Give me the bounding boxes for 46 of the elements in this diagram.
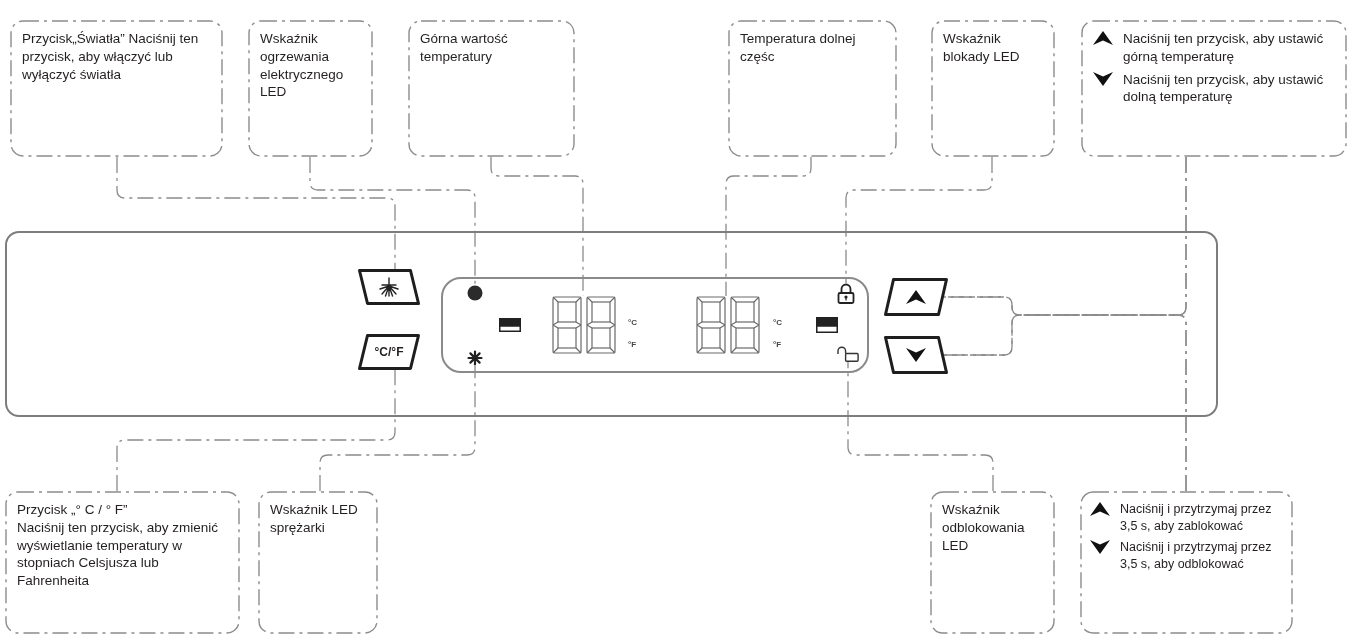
light-button [358,269,420,305]
callout-box [1080,491,1293,634]
control-panel [5,231,1218,417]
callout-box [5,491,240,634]
leader-line [845,156,993,284]
leader-line [309,156,476,286]
callout-box [10,20,223,157]
unit-label: °F [628,341,637,349]
callout-text: Górna wartość temperatury [420,30,509,66]
unit-label: °C [773,319,782,327]
callout-text: Wskaźnik ogrzewania elektrycznego LED [260,30,345,102]
callout-text: Wskaźnik blokady LED [943,30,1021,66]
unit-button: °C/°F [358,334,420,370]
callout-text: Przycisk„Światła” Naciśnij ten przycisk, aby włączyć lub wyłączyć światła [22,30,200,84]
open-padlock-icon [837,346,859,362]
callout-text: Naciśnij i przytrzymaj przez 3,5 s, aby zablokować [1120,501,1273,534]
leader-line [725,156,812,297]
leader-line [847,361,994,492]
callout-text: Wskaźnik odblokowania LED [942,501,1026,555]
leader-line [116,369,396,492]
up-button [884,278,948,316]
seven-segment-display [552,296,616,354]
callout-text: Naciśnij i przytrzymaj przez 3,5 s, aby odblokować [1120,539,1273,572]
callout-text: Naciśnij ten przycisk, aby ustawić dolną temperaturę [1123,70,1325,107]
callout-text: Wskaźnik LED sprężarki [270,501,359,537]
callout-text: Przycisk „° C / ° F” [17,501,129,519]
callout-box [408,20,575,157]
callout-box [931,20,1055,157]
leader-line [116,156,396,270]
leader-line [319,365,476,492]
seven-segment-display [696,296,760,354]
callout-box [930,491,1055,634]
unit-label: °F [773,341,782,349]
asterisk-icon [467,350,483,366]
callout-text: Naciśnij ten przycisk, aby zmienić wyświetlanie temperatury w stopniach Celsjusza lub Fahrenheita [17,518,220,591]
callout-text: Temperatura dolnej częśc [740,30,857,66]
callout-box [248,20,373,157]
callout-box [728,20,897,157]
dot-icon [467,285,483,301]
callout-box [1081,20,1347,157]
callout-text: Naciśnij ten przycisk, aby ustawić górną temperaturę [1123,30,1325,66]
down-button [884,336,948,374]
padlock-icon [837,283,855,304]
unit-label: °C [628,319,637,327]
display-window [441,277,869,373]
callout-box [258,491,378,634]
